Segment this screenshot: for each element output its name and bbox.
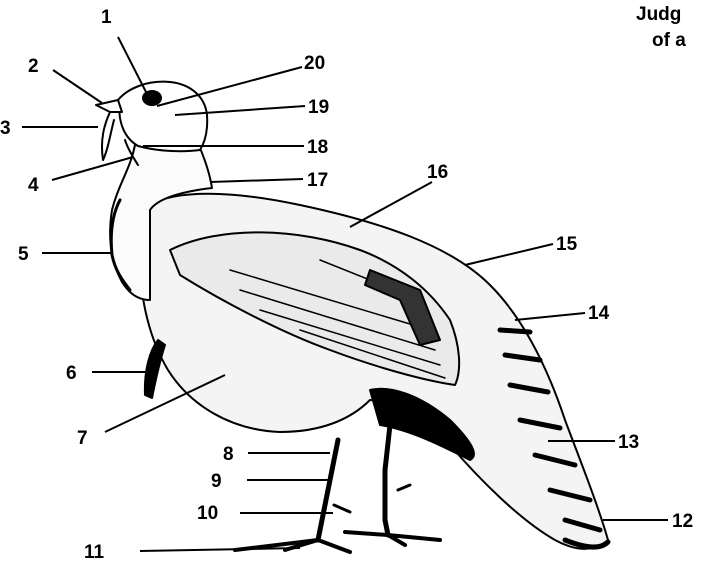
callout-number-17: 17 bbox=[307, 170, 328, 191]
callout-number-16: 16 bbox=[427, 162, 448, 183]
callout-number-10: 10 bbox=[197, 503, 218, 524]
callout-number-1: 1 bbox=[101, 7, 112, 28]
leader-14 bbox=[515, 313, 585, 320]
leader-1 bbox=[118, 37, 146, 92]
leader-11 bbox=[140, 548, 300, 551]
callout-number-13: 13 bbox=[618, 432, 639, 453]
turkey-beard bbox=[145, 340, 165, 398]
turkey-eye bbox=[143, 91, 161, 105]
turkey-spur-back bbox=[398, 485, 410, 490]
callout-number-14: 14 bbox=[588, 303, 610, 324]
callout-number-19: 19 bbox=[308, 97, 329, 118]
callout-number-12: 12 bbox=[672, 511, 693, 532]
turkey-head bbox=[118, 82, 207, 152]
callout-number-18: 18 bbox=[307, 137, 328, 158]
callout-number-11: 11 bbox=[84, 542, 105, 563]
turkey-illustration bbox=[96, 82, 608, 552]
turkey-leg-front bbox=[318, 440, 338, 540]
leader-16 bbox=[350, 182, 432, 227]
callout-number-9: 9 bbox=[211, 471, 222, 492]
callout-number-8: 8 bbox=[223, 444, 234, 465]
callout-number-4: 4 bbox=[28, 175, 39, 196]
turkey-snood bbox=[102, 112, 114, 160]
callout-number-7: 7 bbox=[77, 428, 88, 449]
callout-number-20: 20 bbox=[304, 53, 325, 74]
turkey-foot-back bbox=[345, 532, 440, 545]
leader-15 bbox=[465, 244, 553, 265]
callout-number-15: 15 bbox=[556, 234, 578, 255]
leader-2 bbox=[53, 70, 102, 103]
leader-17 bbox=[210, 179, 303, 182]
callout-number-6: 6 bbox=[66, 363, 77, 384]
callout-number-2: 2 bbox=[28, 56, 39, 77]
leader-4 bbox=[52, 157, 133, 180]
turkey-foot-front bbox=[235, 540, 350, 552]
turkey-spur bbox=[334, 505, 350, 512]
turkey-leg-back bbox=[385, 425, 390, 535]
callout-number-3: 3 bbox=[0, 118, 11, 139]
callout-number-5: 5 bbox=[18, 244, 29, 265]
